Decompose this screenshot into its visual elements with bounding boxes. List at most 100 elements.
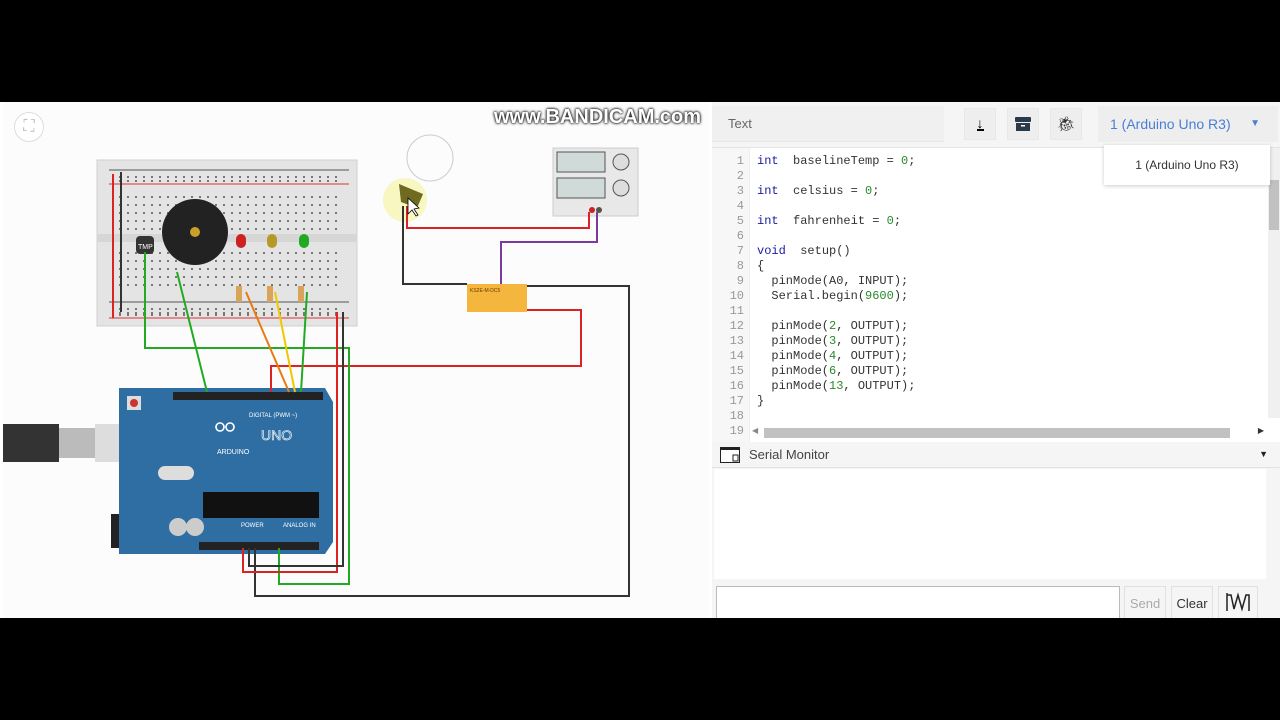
breadboard-hole[interactable] xyxy=(143,176,145,178)
breadboard-hole[interactable] xyxy=(263,268,265,270)
code-line[interactable]: void setup() xyxy=(757,244,851,258)
breadboard-hole[interactable] xyxy=(319,220,321,222)
breadboard-hole[interactable] xyxy=(151,284,153,286)
breadboard-hole[interactable] xyxy=(127,312,129,314)
send-button[interactable]: Send xyxy=(1124,586,1166,618)
breadboard-hole[interactable] xyxy=(191,268,193,270)
code-line[interactable]: pinMode(2, OUTPUT); xyxy=(757,319,908,333)
breadboard-hole[interactable] xyxy=(287,312,289,314)
breadboard-hole[interactable] xyxy=(199,180,201,182)
breadboard-hole[interactable] xyxy=(135,314,137,316)
breadboard-hole[interactable] xyxy=(167,276,169,278)
breadboard-hole[interactable] xyxy=(159,308,161,310)
breadboard-hole[interactable] xyxy=(295,314,297,316)
breadboard-hole[interactable] xyxy=(207,268,209,270)
breadboard-hole[interactable] xyxy=(223,284,225,286)
breadboard-hole[interactable] xyxy=(311,180,313,182)
breadboard-hole[interactable] xyxy=(119,314,121,316)
breadboard-hole[interactable] xyxy=(231,228,233,230)
breadboard-hole[interactable] xyxy=(263,312,265,314)
breadboard-hole[interactable] xyxy=(223,212,225,214)
device-select[interactable]: 1 (Arduino Uno R3)▼ xyxy=(1098,106,1278,142)
led-green[interactable] xyxy=(299,234,309,248)
breadboard-hole[interactable] xyxy=(135,204,137,206)
breadboard-hole[interactable] xyxy=(239,260,241,262)
breadboard-hole[interactable] xyxy=(319,176,321,178)
breadboard-hole[interactable] xyxy=(159,252,161,254)
breadboard-hole[interactable] xyxy=(135,252,137,254)
breadboard-hole[interactable] xyxy=(247,276,249,278)
breadboard-hole[interactable] xyxy=(263,228,265,230)
graph-button[interactable] xyxy=(1218,586,1258,618)
breadboard-hole[interactable] xyxy=(199,312,201,314)
scrollbar-thumb[interactable] xyxy=(764,428,1230,438)
breadboard-hole[interactable] xyxy=(295,204,297,206)
breadboard-hole[interactable] xyxy=(199,314,201,316)
breadboard-hole[interactable] xyxy=(271,196,273,198)
breadboard-hole[interactable] xyxy=(327,284,329,286)
breadboard-hole[interactable] xyxy=(135,220,137,222)
code-line[interactable]: pinMode(4, OUTPUT); xyxy=(757,349,908,363)
breadboard-hole[interactable] xyxy=(239,228,241,230)
breadboard-hole[interactable] xyxy=(255,204,257,206)
breadboard-hole[interactable] xyxy=(327,276,329,278)
breadboard-hole[interactable] xyxy=(151,180,153,182)
breadboard-hole[interactable] xyxy=(143,204,145,206)
breadboard-hole[interactable] xyxy=(183,176,185,178)
breadboard-hole[interactable] xyxy=(327,252,329,254)
breadboard-hole[interactable] xyxy=(231,260,233,262)
breadboard-hole[interactable] xyxy=(127,212,129,214)
breadboard-hole[interactable] xyxy=(183,312,185,314)
breadboard-hole[interactable] xyxy=(135,308,137,310)
temperature-sensor[interactable]: TMP xyxy=(136,236,154,254)
breadboard-hole[interactable] xyxy=(295,196,297,198)
breadboard-hole[interactable] xyxy=(231,176,233,178)
breadboard-hole[interactable] xyxy=(303,220,305,222)
breadboard-hole[interactable] xyxy=(167,284,169,286)
breadboard-hole[interactable] xyxy=(319,312,321,314)
breadboard-hole[interactable] xyxy=(159,314,161,316)
breadboard-hole[interactable] xyxy=(255,284,257,286)
breadboard-hole[interactable] xyxy=(215,314,217,316)
breadboard-hole[interactable] xyxy=(335,180,337,182)
breadboard-hole[interactable] xyxy=(239,204,241,206)
code-line[interactable]: pinMode(6, OUTPUT); xyxy=(757,364,908,378)
breadboard-hole[interactable] xyxy=(335,196,337,198)
breadboard-hole[interactable] xyxy=(175,204,177,206)
breadboard-hole[interactable] xyxy=(207,176,209,178)
breadboard-hole[interactable] xyxy=(159,204,161,206)
breadboard-hole[interactable] xyxy=(279,268,281,270)
breadboard-hole[interactable] xyxy=(127,204,129,206)
breadboard-hole[interactable] xyxy=(303,268,305,270)
breadboard-hole[interactable] xyxy=(271,212,273,214)
breadboard-hole[interactable] xyxy=(223,176,225,178)
breadboard-hole[interactable] xyxy=(295,260,297,262)
breadboard-hole[interactable] xyxy=(327,212,329,214)
breadboard-hole[interactable] xyxy=(303,196,305,198)
breadboard-hole[interactable] xyxy=(167,212,169,214)
breadboard-hole[interactable] xyxy=(295,308,297,310)
breadboard-hole[interactable] xyxy=(151,220,153,222)
breadboard-hole[interactable] xyxy=(271,252,273,254)
breadboard-hole[interactable] xyxy=(127,276,129,278)
breadboard-hole[interactable] xyxy=(279,276,281,278)
breadboard-hole[interactable] xyxy=(191,176,193,178)
breadboard-hole[interactable] xyxy=(319,276,321,278)
breadboard-hole[interactable] xyxy=(175,314,177,316)
breadboard-hole[interactable] xyxy=(263,204,265,206)
breadboard-hole[interactable] xyxy=(183,196,185,198)
breadboard-hole[interactable] xyxy=(303,260,305,262)
breadboard-hole[interactable] xyxy=(207,312,209,314)
breadboard-hole[interactable] xyxy=(287,196,289,198)
breadboard-hole[interactable] xyxy=(295,180,297,182)
breadboard-hole[interactable] xyxy=(287,308,289,310)
breadboard-hole[interactable] xyxy=(247,312,249,314)
breadboard-hole[interactable] xyxy=(207,308,209,310)
breadboard-hole[interactable] xyxy=(303,204,305,206)
breadboard-hole[interactable] xyxy=(135,284,137,286)
breadboard-hole[interactable] xyxy=(231,180,233,182)
breadboard-hole[interactable] xyxy=(335,252,337,254)
breadboard-hole[interactable] xyxy=(119,312,121,314)
breadboard-hole[interactable] xyxy=(327,176,329,178)
breadboard-hole[interactable] xyxy=(287,204,289,206)
